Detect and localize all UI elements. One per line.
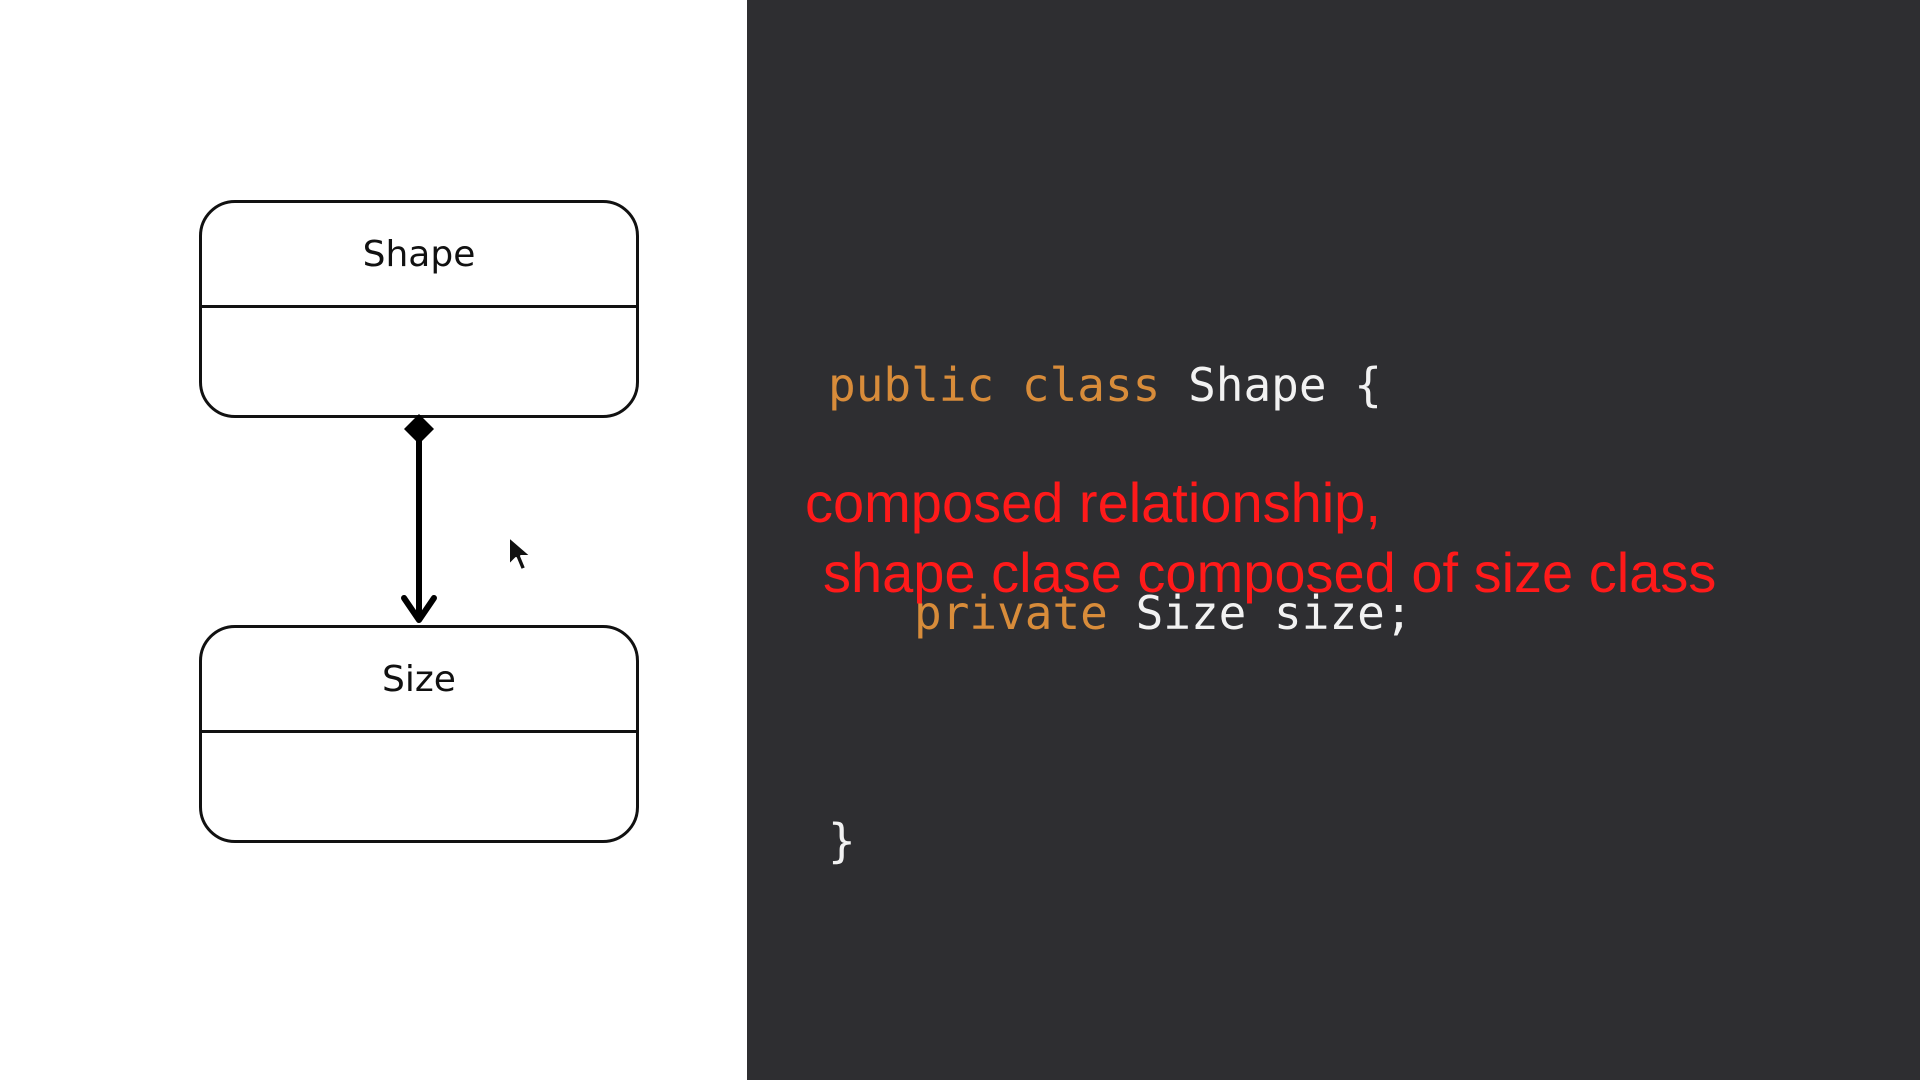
open-brace: {	[1354, 358, 1382, 412]
keyword-class: class	[1021, 358, 1161, 412]
annotation-line-1: composed relationship,	[805, 471, 1381, 534]
class-identifier: Shape	[1188, 358, 1327, 412]
mouse-cursor-icon	[508, 536, 532, 571]
composition-diamond	[404, 414, 434, 444]
code-line-1: public class Shape {	[828, 347, 1413, 423]
class-body-size	[202, 733, 636, 840]
arrow-head	[401, 595, 437, 623]
diagram-panel: Shape Size	[0, 0, 747, 1080]
class-name-size: Size	[202, 628, 636, 733]
code-line-2: private Size size;	[828, 575, 1413, 651]
code-panel	[747, 0, 1920, 1080]
field-declaration: Size size;	[1135, 586, 1413, 640]
annotation-note: composed relationship, shape clase compo…	[805, 468, 1716, 608]
uml-class-size: Size	[199, 625, 639, 843]
annotation-line-2: shape clase composed of size class	[823, 541, 1717, 604]
class-name-shape: Shape	[202, 203, 636, 308]
code-snippet: public class Shape { private Size size; …	[828, 195, 1413, 1031]
composition-connector	[401, 414, 437, 623]
uml-class-shape: Shape	[199, 200, 639, 418]
code-line-3: }	[828, 803, 1413, 879]
keyword-private: private	[914, 586, 1108, 640]
close-brace: }	[828, 814, 856, 868]
keyword-public: public	[828, 358, 995, 412]
